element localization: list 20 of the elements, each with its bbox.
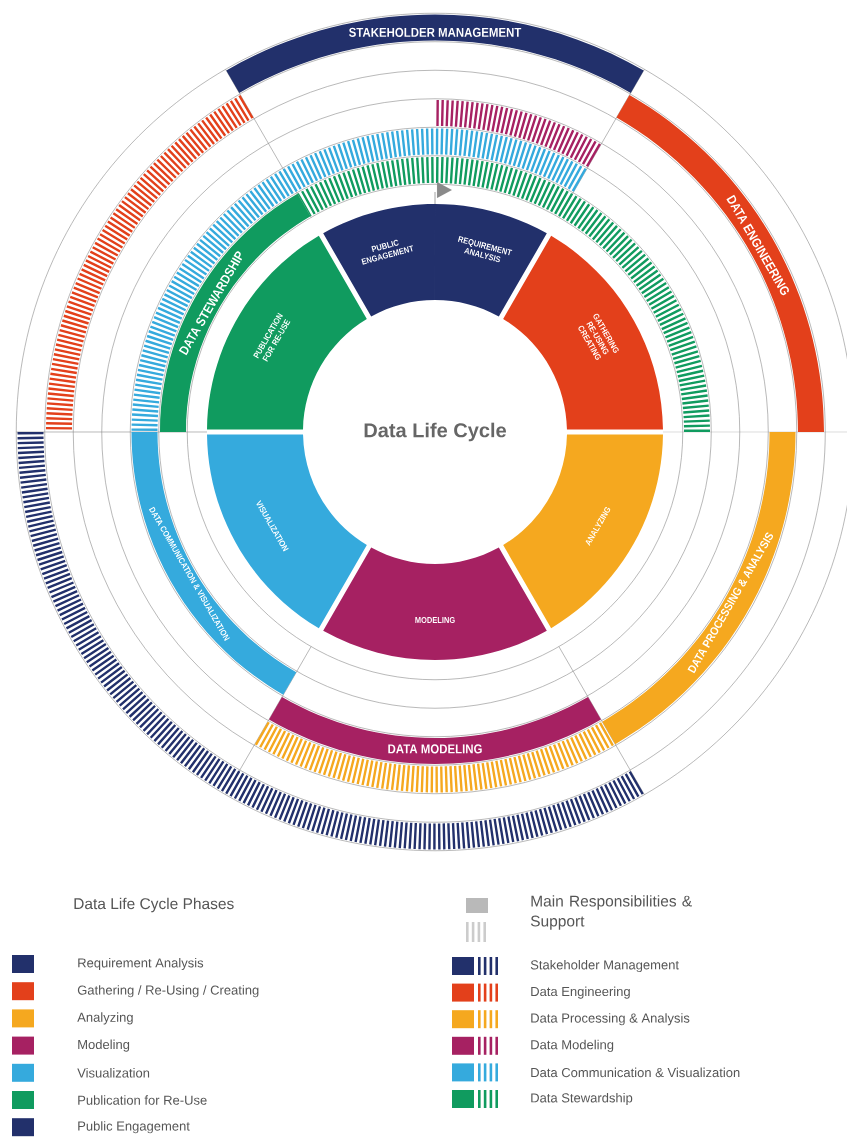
legend-label: Requirement Analysis (78, 957, 204, 971)
legend-label: Visualization (77, 1068, 150, 1078)
legend-label: Data Processing & Analysis (531, 1013, 690, 1026)
role-band: DATA MODELING (269, 697, 601, 764)
legend-label: Stakeholder Management (530, 959, 679, 973)
legend-label: Data Engineering (531, 986, 630, 999)
role-band: STAKEHOLDER MANAGEMENT (226, 14, 644, 93)
title: Data Life Cycle (364, 422, 506, 442)
phase-segment: MODELING (323, 547, 547, 660)
direction-arrow (436, 182, 452, 198)
legend-label: Gathering / Re-Using / Creating (77, 985, 259, 998)
legend-label: Data Communication & Visualization (531, 1067, 740, 1078)
legend-label: Data Stewardship (531, 1092, 633, 1106)
legend-label: Public Engagement (78, 1121, 190, 1134)
legend-heading: Data Life Cycle Phases (74, 897, 234, 913)
legend-label: Modeling (78, 1039, 130, 1052)
legend-label: Data Modeling (531, 1039, 614, 1052)
legend-label: Publication for Re-Use (78, 1095, 207, 1105)
legend-label: Analyzing (77, 1012, 133, 1025)
legend-heading: Main Responsibilities & Support (530, 895, 692, 930)
